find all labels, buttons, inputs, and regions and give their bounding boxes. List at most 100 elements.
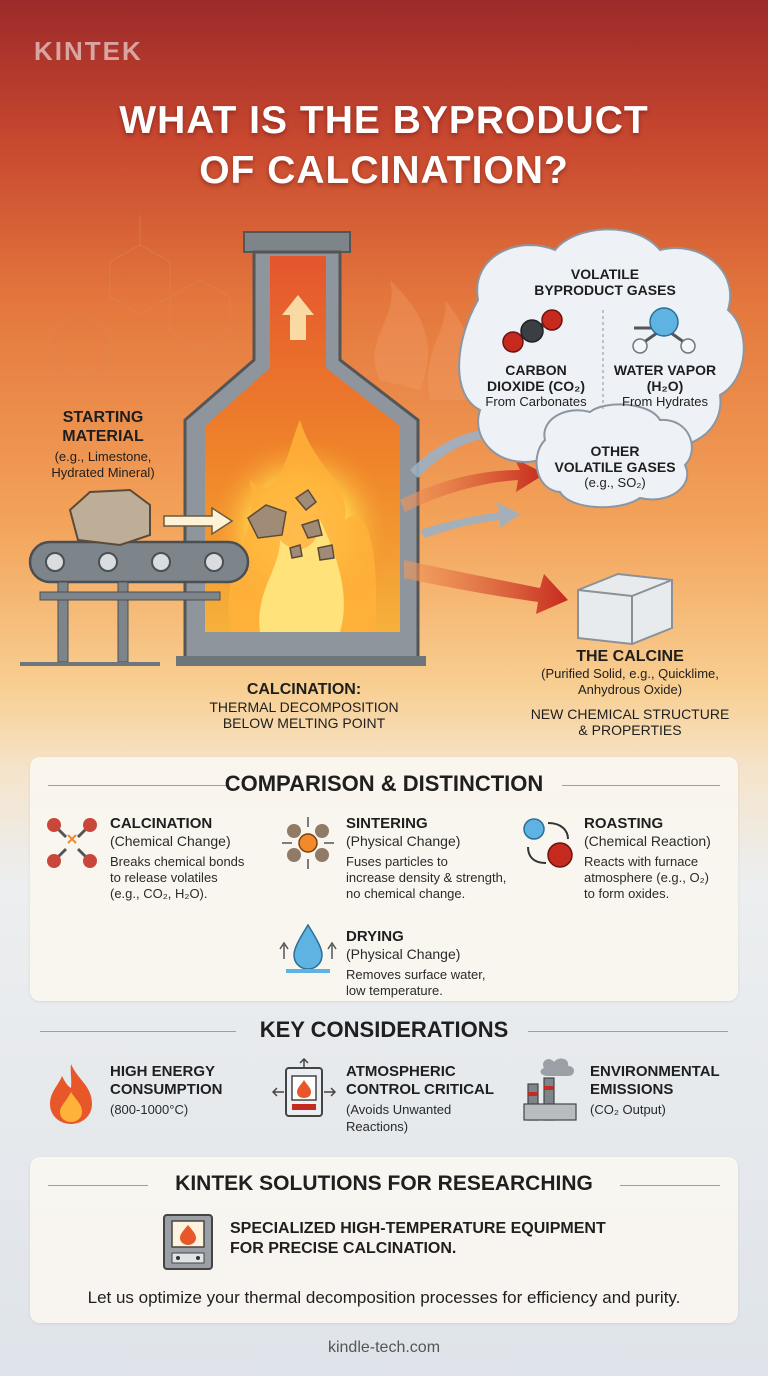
roasting-item: ROASTING (Chemical Reaction) Reacts with… xyxy=(584,815,734,902)
gases-title-2: BYPRODUCT GASES xyxy=(534,282,676,298)
item-desc-2: increase density & strength, xyxy=(346,870,507,885)
calcine-sub-2: Anhydrous Oxide) xyxy=(577,682,683,697)
calcine-arrow-icon xyxy=(404,560,568,614)
rock-fragments-icon xyxy=(247,488,335,561)
conveyor-belt xyxy=(20,540,250,666)
up-arrow-icon xyxy=(282,295,314,340)
starting-title-2: MATERIAL xyxy=(62,428,144,445)
co2-molecule-icon xyxy=(502,309,563,353)
page-title: WHAT IS THE BYPRODUCT OF CALCINATION? xyxy=(40,96,728,196)
drying-item: DRYING (Physical Change) Removes surface… xyxy=(346,928,546,999)
item-type: (Chemical Reaction) xyxy=(584,833,711,849)
calcine-label: THE CALCINE (Purified Solid, e.g., Quick… xyxy=(515,647,745,738)
roasting-icon xyxy=(523,818,573,868)
divider xyxy=(48,785,226,786)
brand-logo: KINTEK xyxy=(34,36,143,66)
calcine-sub-1: (Purified Solid, e.g., Quicklime, xyxy=(541,666,719,681)
calcine-title: THE CALCINE xyxy=(576,648,684,665)
calcination-diagram xyxy=(20,215,745,666)
consideration-title-1: ENVIRONMENTAL xyxy=(590,1063,720,1080)
consideration-title-1: ATMOSPHERIC xyxy=(346,1063,456,1080)
h2o-sub: From Hydrates xyxy=(622,394,708,409)
flame-icon xyxy=(50,1064,92,1124)
consideration-title-2: EMISSIONS xyxy=(590,1081,674,1098)
calcination-item: CALCINATION (Chemical Change) Breaks che… xyxy=(110,815,290,902)
consideration-sub-1: (CO₂ Output) xyxy=(590,1102,666,1117)
item-name: ROASTING xyxy=(584,815,664,832)
lab-furnace-icon xyxy=(163,1214,213,1270)
starting-sub-1: (e.g., Limestone, xyxy=(54,449,152,464)
h2o-title-2: (H₂O) xyxy=(646,378,684,394)
consideration-title-2: CONTROL CRITICAL xyxy=(346,1081,495,1098)
solutions-title: KINTEK SOLUTIONS FOR RESEARCHING xyxy=(175,1172,593,1195)
co2-label: CARBON DIOXIDE (CO₂) From Carbonates xyxy=(470,362,602,410)
starting-sub-2: Hydrated Mineral) xyxy=(51,465,155,480)
h2o-label: WATER VAPOR (H₂O) From Hydrates xyxy=(605,362,725,410)
item-desc-3: (e.g., CO₂, H₂O). xyxy=(110,886,208,901)
solutions-panel: KINTEK SOLUTIONS FOR RESEARCHING SPECIAL… xyxy=(30,1157,738,1323)
comparison-title: COMPARISON & DISTINCTION xyxy=(224,771,544,796)
item-desc-2: atmosphere (e.g., O₂) xyxy=(584,870,709,885)
co2-arrow-icon xyxy=(400,458,545,512)
item-name: CALCINATION xyxy=(110,815,213,832)
water-drop-icon xyxy=(279,923,337,973)
calcine-cube-icon xyxy=(577,572,673,646)
factory-emissions-icon xyxy=(523,1058,577,1121)
item-desc-2: to release volatiles xyxy=(110,870,218,885)
item-desc-1: Removes surface water, xyxy=(346,967,486,982)
divider xyxy=(528,1031,728,1032)
calcination-sub-1: THERMAL DECOMPOSITION xyxy=(209,699,399,715)
item-desc-3: no chemical change. xyxy=(346,886,466,901)
background-flames xyxy=(374,280,473,400)
gas-cloud xyxy=(458,228,745,509)
item-desc-1: Breaks chemical bonds xyxy=(110,854,245,869)
footer-website-link[interactable]: kindle-tech.com xyxy=(327,1339,441,1356)
item-type: (Physical Change) xyxy=(346,946,461,962)
item-type: (Chemical Change) xyxy=(110,833,231,849)
sintering-icon xyxy=(282,817,334,869)
calcination-title: CALCINATION: xyxy=(246,681,362,698)
controlled-furnace-icon xyxy=(272,1058,336,1117)
energy-consideration: HIGH ENERGY CONSUMPTION (800-1000°C) xyxy=(110,1063,260,1118)
consideration-title-2: CONSUMPTION xyxy=(110,1081,223,1098)
other-gas-arrow-icon xyxy=(420,502,520,538)
item-desc-1: Reacts with furnace xyxy=(584,854,699,869)
other-title-2: VOLATILE GASES xyxy=(554,459,676,475)
h2o-molecule-icon xyxy=(632,307,696,354)
feed-arrow-icon xyxy=(163,506,234,536)
title-line-1: WHAT IS THE BYPRODUCT xyxy=(119,99,649,142)
starting-title-1: STARTING xyxy=(62,409,144,426)
furnace xyxy=(176,231,426,666)
atmosphere-consideration: ATMOSPHERIC CONTROL CRITICAL (Avoids Unw… xyxy=(346,1063,516,1135)
solutions-text: SPECIALIZED HIGH-TEMPERATURE EQUIPMENT F… xyxy=(230,1219,710,1259)
co2-sub: From Carbonates xyxy=(485,394,587,409)
molecule-background xyxy=(49,215,231,383)
bond-breaking-icon xyxy=(47,818,97,868)
divider xyxy=(562,785,720,786)
emissions-consideration: ENVIRONMENTAL EMISSIONS (CO₂ Output) xyxy=(590,1063,760,1118)
item-name: DRYING xyxy=(346,928,404,945)
other-sub: (e.g., SO₂) xyxy=(584,475,646,490)
consideration-title-1: HIGH ENERGY xyxy=(110,1063,216,1080)
co2-title-2: DIOXIDE (CO₂) xyxy=(487,378,585,394)
calcination-label: CALCINATION: THERMAL DECOMPOSITION BELOW… xyxy=(184,680,424,731)
comparison-panel: COMPARISON & DISTINCTION CALCINATION (Ch… xyxy=(30,757,738,1001)
calcine-note-2: & PROPERTIES xyxy=(578,722,682,738)
title-line-2: OF CALCINATION? xyxy=(199,149,569,192)
sintering-item: SINTERING (Physical Change) Fuses partic… xyxy=(346,815,546,902)
consideration-sub-1: (Avoids Unwanted xyxy=(346,1102,452,1117)
solutions-tagline: Let us optimize your thermal decompositi… xyxy=(87,1288,681,1307)
item-name: SINTERING xyxy=(346,815,428,832)
divider xyxy=(40,1031,236,1032)
item-desc-2: low temperature. xyxy=(346,983,443,998)
other-title-1: OTHER xyxy=(590,443,640,459)
starting-material-label: STARTING MATERIAL (e.g., Limestone, Hydr… xyxy=(28,408,178,481)
volatile-gases-title: VOLATILE BYPRODUCT GASES xyxy=(520,266,690,298)
consideration-sub-1: (800-1000°C) xyxy=(110,1102,189,1117)
considerations-title: KEY CONSIDERATIONS xyxy=(259,1017,509,1042)
divider xyxy=(620,1185,720,1186)
item-type: (Physical Change) xyxy=(346,833,461,849)
solutions-line-2: FOR PRECISE CALCINATION. xyxy=(230,1240,457,1257)
calcination-sub-2: BELOW MELTING POINT xyxy=(222,715,386,731)
